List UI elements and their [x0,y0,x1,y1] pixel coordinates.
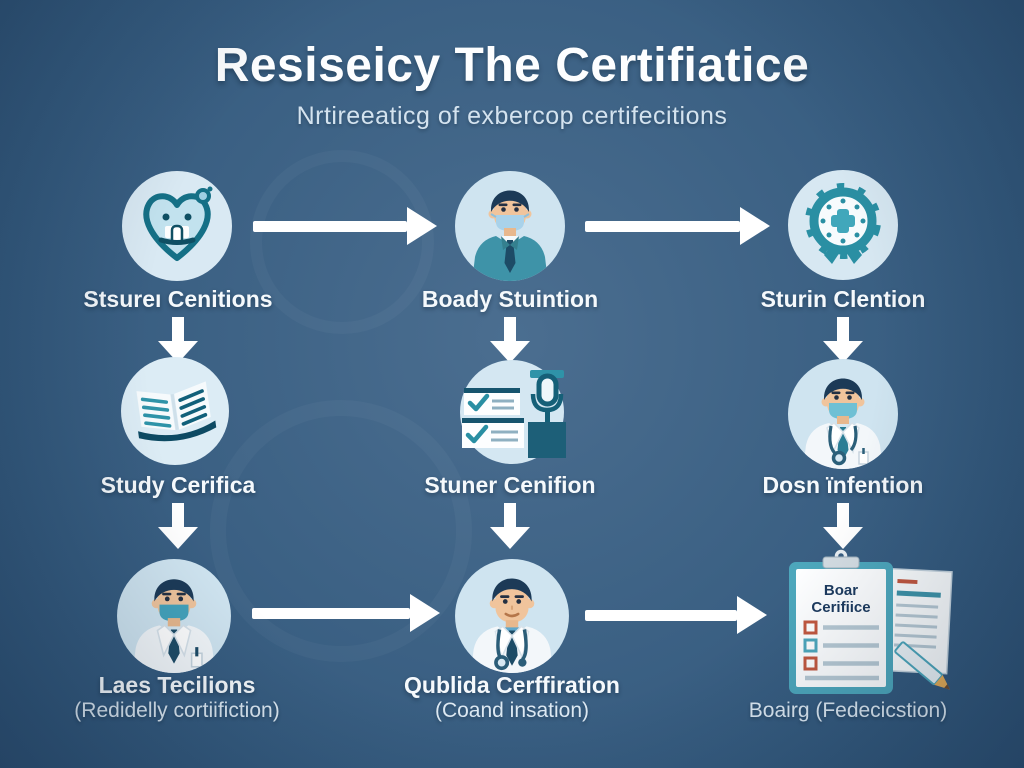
node-label: Stuner Cenifion [424,472,596,498]
doctor-smile-icon [455,559,569,673]
open-book-icon [121,357,229,465]
arrow-down-icon [823,317,863,363]
node-label: Boairg (Fedecicstion) [748,699,948,722]
arrow-right-icon [585,596,767,634]
node-label: Study Cerifica [100,472,256,498]
arrow-down-icon [490,503,530,549]
node-sublabel: (Redidelly cortiifiction) [74,699,280,722]
heart-face-icon [122,171,232,281]
arrow-right-icon [252,594,440,632]
doctor-coat-mask-pen-icon [117,559,231,673]
clipboard-title-line1: Boar [824,582,858,599]
medical-badge-icon [788,170,898,280]
node-label: Laes Tecilions [98,672,256,698]
arrow-down-icon [823,503,863,549]
doctor-mask-icon [455,171,565,281]
arrow-right-icon [585,207,770,245]
doctor-coat-mask-icon [788,359,898,469]
arrow-down-icon [158,503,198,549]
node-label: Qublida Cerffiration [404,672,620,698]
node-label: Boady Stuintion [421,286,599,312]
clipboard-title-line2: Cerifiice [811,599,870,616]
page-subtitle: Nrtireeaticg of exbercop certifecitions [296,102,728,130]
node-label: Dosn ïnfention [762,472,924,498]
checklist-mic-icon [460,360,566,464]
page-title: Resiseicy The Certifiatice [214,39,810,92]
node-label: Stsureı Cenitions [83,286,273,312]
arrow-down-icon [490,317,530,363]
pencil-icon [894,641,950,690]
arrow-right-icon [253,207,437,245]
clipboard-docs-icon: Boar Cerifiice [789,549,953,694]
node-sublabel: (Coand insation) [434,699,590,722]
node-label: Sturin Clention [760,286,926,312]
